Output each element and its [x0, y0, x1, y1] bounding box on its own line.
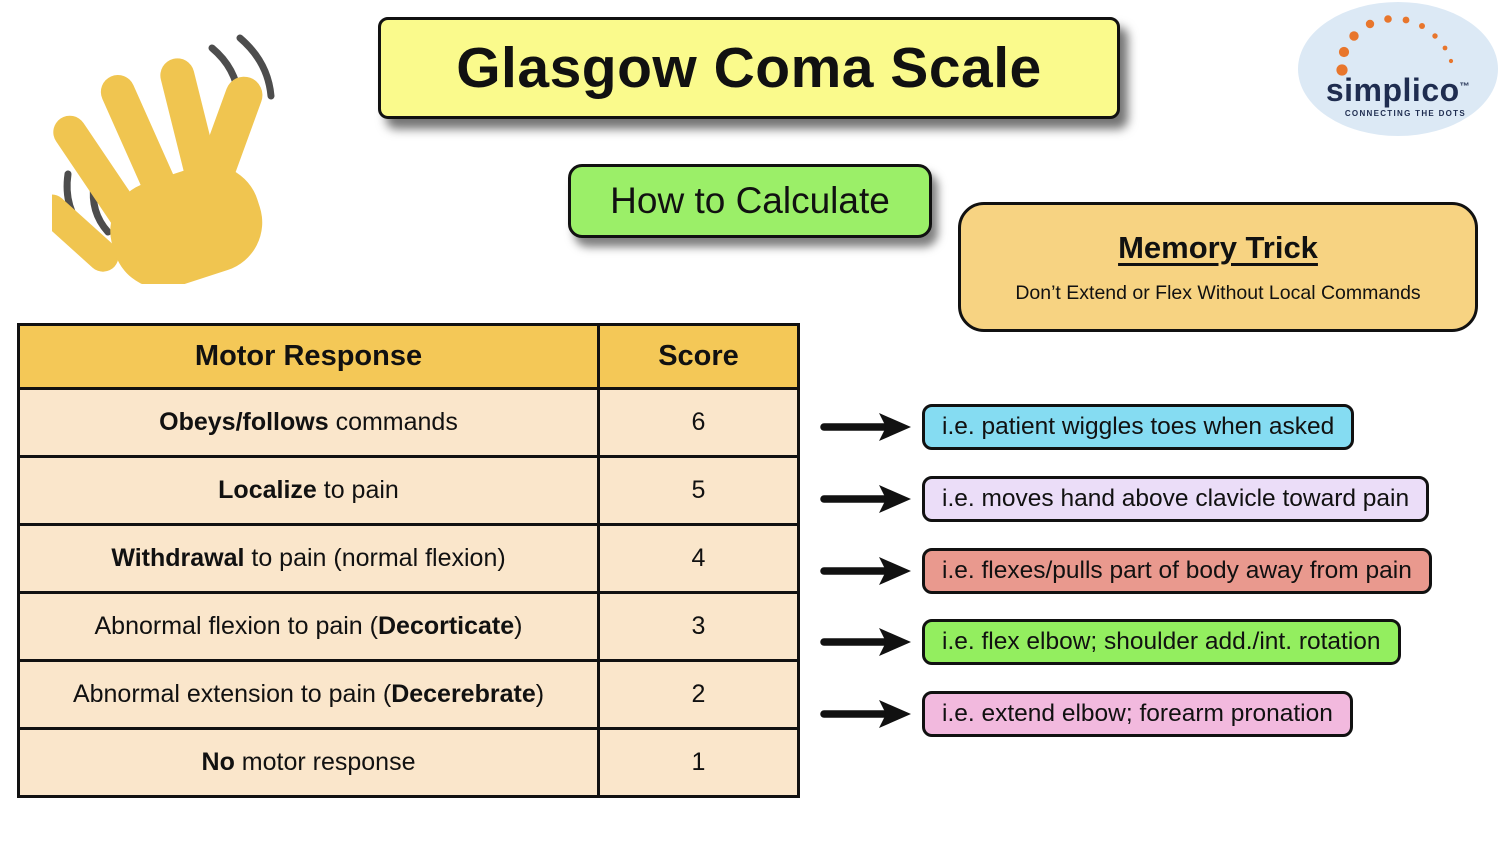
- annotation-row: i.e. extend elbow; forearm pronation: [818, 691, 1353, 737]
- arrow-right-icon: [820, 628, 911, 656]
- logo-name-text: simplico: [1325, 72, 1460, 108]
- arrow-right-icon: [820, 485, 911, 513]
- motor-response-cell: Abnormal extension to pain (Decerebrate): [17, 659, 600, 730]
- score-cell: 1: [597, 727, 800, 798]
- table-header-score: Score: [597, 323, 800, 390]
- memory-trick-title: Memory Trick: [1118, 229, 1318, 265]
- motor-response-cell: Obeys/follows commands: [17, 387, 600, 458]
- score-cell: 3: [597, 591, 800, 662]
- annotation-row: i.e. patient wiggles toes when asked: [818, 404, 1355, 450]
- annotation-box: i.e. patient wiggles toes when asked: [922, 404, 1355, 450]
- motor-response-cell: Localize to pain: [17, 455, 600, 526]
- arrow-right-icon: [820, 413, 911, 441]
- table-row: Abnormal flexion to pain (Decorticate)3: [17, 591, 800, 662]
- page-title-banner: Glasgow Coma Scale: [378, 17, 1120, 119]
- how-to-calculate-badge: How to Calculate: [568, 164, 932, 238]
- score-cell: 2: [597, 659, 800, 730]
- memory-trick-text: Don’t Extend or Flex Without Local Comma…: [1015, 281, 1421, 304]
- logo-tagline: CONNECTING THE DOTS: [1344, 109, 1466, 118]
- table-row: Abnormal extension to pain (Decerebrate)…: [17, 659, 800, 730]
- trademark-symbol: ™: [1459, 81, 1471, 93]
- arrow-right-icon: [820, 700, 911, 728]
- logo-dots-arc-icon: [1336, 15, 1454, 76]
- table-row: Withdrawal to pain (normal flexion)4: [17, 523, 800, 594]
- score-cell: 5: [597, 455, 800, 526]
- memory-trick-box: Memory Trick Don’t Extend or Flex Withou…: [958, 202, 1478, 332]
- logo-wordmark: simplico™: [1298, 72, 1498, 109]
- annotation-box: i.e. flexes/pulls part of body away from…: [922, 548, 1432, 594]
- table-header-row: Motor Response Score: [17, 323, 800, 390]
- motor-response-cell: No motor response: [17, 727, 600, 798]
- annotation-row: i.e. flex elbow; shoulder add./int. rota…: [818, 619, 1401, 665]
- annotation-box: i.e. moves hand above clavicle toward pa…: [922, 476, 1430, 522]
- annotation-box: i.e. extend elbow; forearm pronation: [922, 691, 1353, 737]
- table-header-motor-response: Motor Response: [17, 323, 600, 390]
- how-to-calculate-label: How to Calculate: [610, 180, 890, 221]
- page-title: Glasgow Coma Scale: [456, 36, 1042, 100]
- annotation-row: i.e. flexes/pulls part of body away from…: [818, 548, 1432, 594]
- gcs-motor-table: Motor Response Score Obeys/follows comma…: [17, 323, 800, 798]
- annotation-box: i.e. flex elbow; shoulder add./int. rota…: [922, 619, 1401, 665]
- annotation-row: i.e. moves hand above clavicle toward pa…: [818, 476, 1430, 522]
- score-cell: 4: [597, 523, 800, 594]
- simplico-logo: simplico™ CONNECTING THE DOTS: [1298, 2, 1498, 136]
- waving-hand-icon: [52, 34, 275, 284]
- score-cell: 6: [597, 387, 800, 458]
- motor-response-cell: Abnormal flexion to pain (Decorticate): [17, 591, 600, 662]
- motor-response-cell: Withdrawal to pain (normal flexion): [17, 523, 600, 594]
- arrow-right-icon: [820, 557, 911, 585]
